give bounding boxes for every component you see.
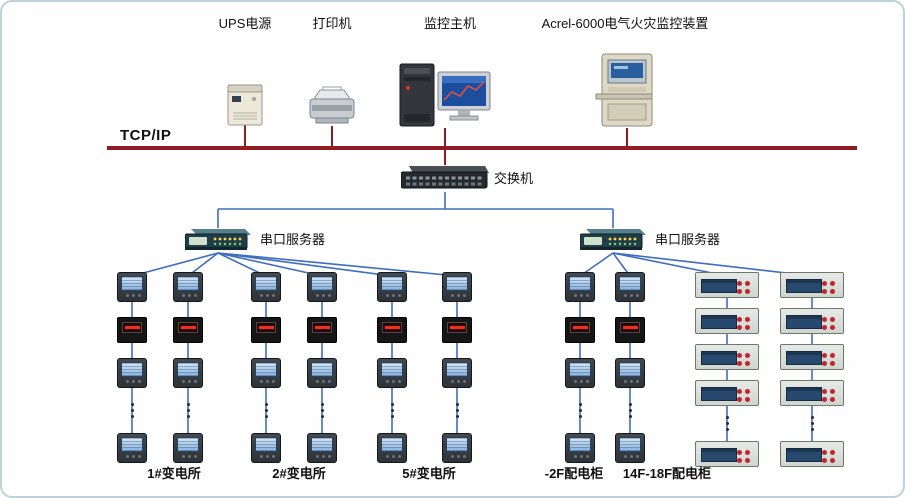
fire-monitor-detector-icon: [695, 344, 759, 370]
tcpip-bus-label: TCP/IP: [120, 127, 172, 144]
power-meter-icon: [377, 358, 407, 388]
vertical-ellipsis-icon: [390, 403, 394, 418]
vertical-ellipsis-icon: [628, 403, 632, 418]
power-meter-icon: [377, 272, 407, 302]
detector-column: [695, 272, 759, 467]
power-meter-icon: [173, 433, 203, 463]
power-meter-icon: [251, 272, 281, 302]
detector-column: [780, 272, 844, 467]
meter-column: [173, 272, 203, 463]
group-label-substation-5: 5#变电所: [402, 466, 456, 481]
serial-server-icon: [579, 228, 646, 254]
meter-column: [615, 272, 645, 463]
power-meter-icon: [565, 272, 595, 302]
power-meter-icon: [307, 358, 337, 388]
power-meter-icon: [442, 358, 472, 388]
power-meter-icon: [117, 317, 147, 343]
power-meter-icon: [377, 317, 407, 343]
vertical-ellipsis-icon: [320, 403, 324, 418]
printer-icon: [306, 86, 358, 126]
fire-monitor-detector-icon: [780, 272, 844, 298]
power-meter-icon: [117, 272, 147, 302]
fire-monitor-detector-icon: [780, 308, 844, 334]
power-meter-icon: [251, 358, 281, 388]
power-meter-icon: [173, 358, 203, 388]
fire-monitor-detector-icon: [780, 380, 844, 406]
group-label-b2f-cabinet: -2F配电柜: [544, 466, 604, 481]
acrel-cabinet-icon: [594, 52, 660, 128]
vertical-ellipsis-icon: [578, 403, 582, 418]
meter-column: [251, 272, 281, 463]
serial-server-icon: [184, 228, 251, 254]
power-meter-icon: [307, 272, 337, 302]
serial-server-left-label: 串口服务器: [260, 232, 326, 247]
meter-column: [377, 272, 407, 463]
power-meter-icon: [615, 433, 645, 463]
power-meter-icon: [307, 433, 337, 463]
fire-monitor-detector-icon: [695, 272, 759, 298]
power-meter-icon: [565, 433, 595, 463]
monitor-host-icon: [398, 62, 494, 128]
group-label-substation-1: 1#变电所: [147, 466, 201, 481]
power-meter-icon: [615, 317, 645, 343]
vertical-ellipsis-icon: [725, 416, 729, 431]
serial-server-right-label: 串口服务器: [655, 232, 721, 247]
fire-monitor-detector-icon: [695, 380, 759, 406]
switch-icon: [400, 164, 489, 192]
power-meter-icon: [565, 358, 595, 388]
meter-column: [307, 272, 337, 463]
tcpip-bus-line: [107, 124, 857, 165]
vertical-ellipsis-icon: [186, 403, 190, 418]
power-meter-icon: [173, 317, 203, 343]
power-meter-icon: [307, 317, 337, 343]
group-label-substation-2: 2#变电所: [272, 466, 326, 481]
power-meter-icon: [251, 317, 281, 343]
power-meter-icon: [442, 272, 472, 302]
meter-column: [565, 272, 595, 463]
power-meter-icon: [565, 317, 595, 343]
power-meter-icon: [117, 358, 147, 388]
vertical-ellipsis-icon: [455, 403, 459, 418]
printer-label: 打印机: [312, 16, 352, 31]
power-meter-icon: [377, 433, 407, 463]
acrel-device-label: Acrel-6000电气火灾监控装置: [541, 16, 709, 31]
power-meter-icon: [615, 358, 645, 388]
group-label-14f-18f-cabinet: 14F-18F配电柜: [622, 466, 712, 481]
fire-monitor-detector-icon: [780, 344, 844, 370]
ups-label: UPS电源: [218, 16, 272, 31]
monitor-host-label: 监控主机: [423, 16, 477, 31]
fire-monitor-detector-icon: [695, 441, 759, 467]
vertical-ellipsis-icon: [130, 403, 134, 418]
vertical-ellipsis-icon: [264, 403, 268, 418]
power-meter-icon: [442, 317, 472, 343]
meter-column: [117, 272, 147, 463]
fire-monitor-detector-icon: [780, 441, 844, 467]
fire-monitor-detector-icon: [695, 308, 759, 334]
ups-icon: [227, 84, 263, 126]
power-meter-icon: [251, 433, 281, 463]
switch-label: 交换机: [494, 171, 534, 186]
power-meter-icon: [442, 433, 472, 463]
power-meter-icon: [117, 433, 147, 463]
meter-column: [442, 272, 472, 463]
vertical-ellipsis-icon: [810, 416, 814, 431]
power-meter-icon: [615, 272, 645, 302]
power-meter-icon: [173, 272, 203, 302]
